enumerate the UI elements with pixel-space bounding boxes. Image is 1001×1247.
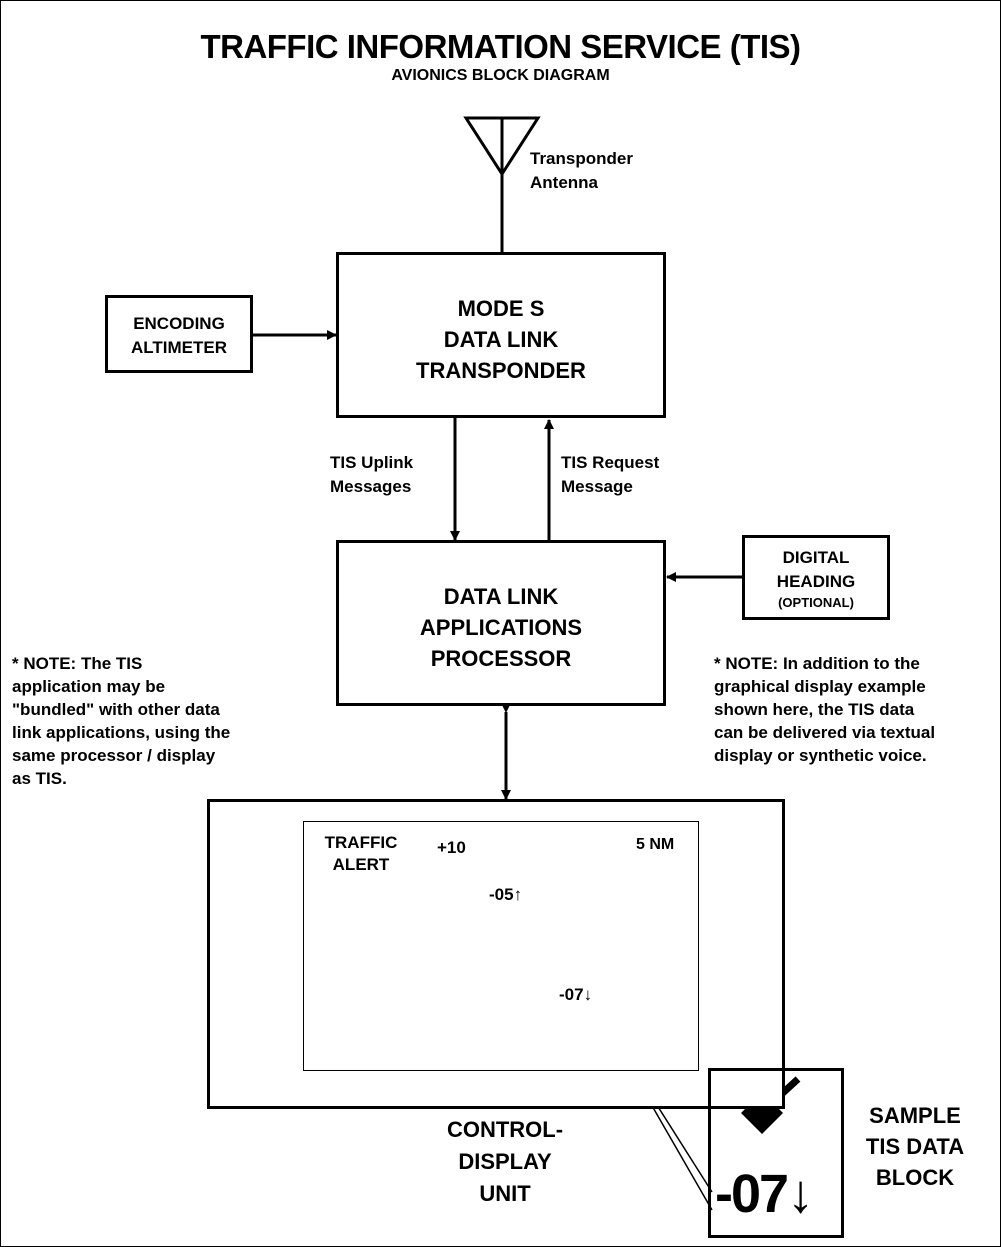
- traffic-alert-label: TRAFFIC ALERT: [324, 833, 398, 874]
- encoding-altimeter-box: ENCODING ALTIMETER: [105, 295, 253, 373]
- processor-label: DATA LINK APPLICATIONS PROCESSOR: [419, 584, 583, 671]
- digital-heading-optional: (OPTIONAL): [778, 595, 854, 610]
- cdu-label: CONTROL- DISPLAY UNIT: [446, 1117, 564, 1206]
- encoding-altimeter-label: ENCODING ALTIMETER: [130, 314, 227, 357]
- digital-heading-box: DIGITAL HEADING (OPTIONAL): [742, 535, 890, 620]
- sample-block-label: SAMPLE TIS DATA BLOCK: [865, 1103, 965, 1190]
- antenna-label: Transponder Antenna: [530, 149, 633, 192]
- page-title: TRAFFIC INFORMATION SERVICE (TIS): [200, 28, 801, 65]
- page-subtitle: AVIONICS BLOCK DIAGRAM: [391, 67, 610, 84]
- traffic-display-screen: [303, 821, 699, 1071]
- note-left: * NOTE: The TIS application may be "bund…: [12, 654, 231, 788]
- processor-box: DATA LINK APPLICATIONS PROCESSOR: [336, 540, 666, 706]
- digital-heading-label: DIGITAL HEADING: [776, 548, 856, 591]
- request-label: TIS Request Message: [561, 453, 660, 496]
- target-2-label: -05↑: [489, 885, 523, 904]
- range-label: 5 NM: [636, 836, 675, 853]
- transponder-label: MODE S DATA LINK TRANSPONDER: [416, 296, 586, 383]
- transponder-box: MODE S DATA LINK TRANSPONDER: [336, 252, 666, 418]
- antenna-icon: [463, 116, 541, 252]
- uplink-label: TIS Uplink Messages: [330, 453, 414, 496]
- target-3-label: -07↓: [559, 985, 593, 1004]
- sample-data-block: -07↓: [708, 1068, 844, 1238]
- note-right: * NOTE: In addition to the graphical dis…: [714, 654, 936, 765]
- target-1-label: +10: [437, 838, 466, 857]
- sample-data-value: -07↓: [715, 1164, 814, 1224]
